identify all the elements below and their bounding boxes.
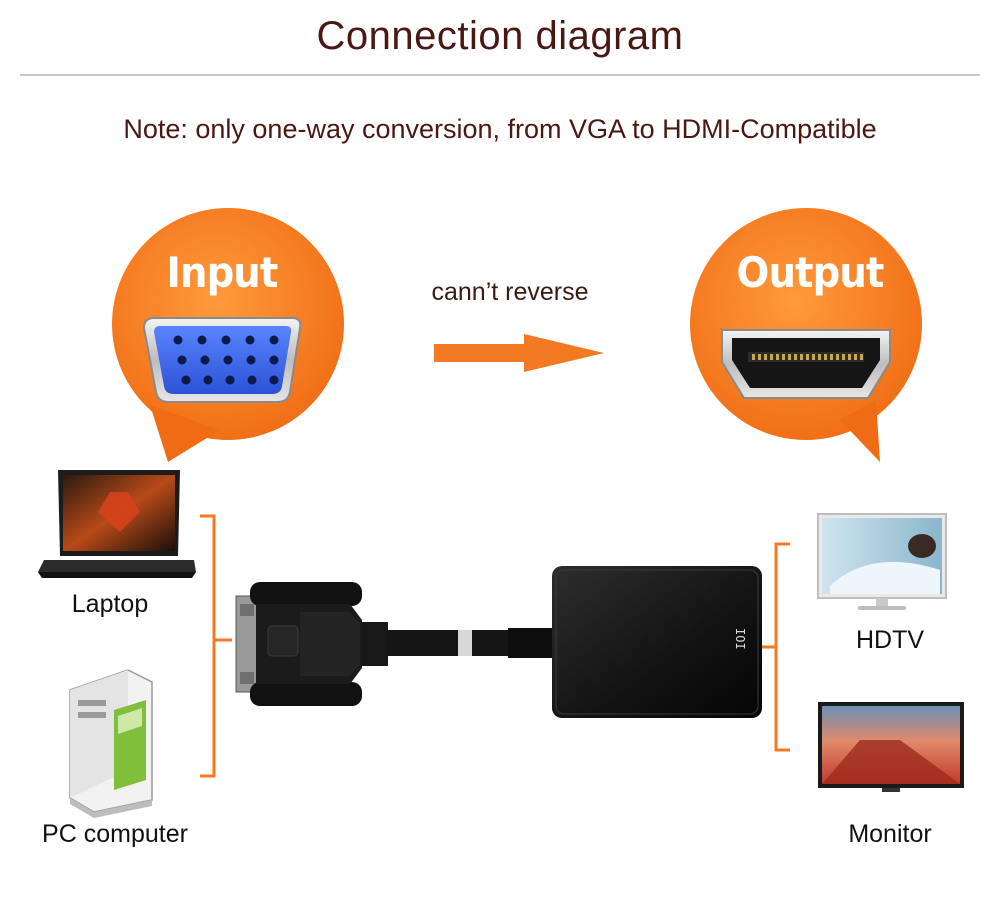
arrow-right-icon <box>434 334 604 372</box>
vga-pin <box>246 355 256 365</box>
vga-pin <box>173 335 183 345</box>
vga-pin <box>181 375 191 385</box>
hdmi-pin <box>788 354 791 360</box>
conversion-note: Note: only one-way conversion, from VGA … <box>123 114 877 144</box>
vga-pin <box>197 335 207 345</box>
source-bracket <box>200 514 232 778</box>
hdmi-pin <box>842 354 845 360</box>
output-label: Output <box>736 248 885 297</box>
vga-pin <box>225 375 235 385</box>
vga-pin <box>269 375 279 385</box>
vga-pin <box>247 375 257 385</box>
input-label: Input <box>166 248 279 297</box>
laptop-icon <box>38 470 196 578</box>
hdmi-pin <box>836 354 839 360</box>
hdmi-pin <box>800 354 803 360</box>
hdmi-pin <box>770 354 773 360</box>
hdmi-pin <box>860 354 863 360</box>
hdmi-adapter-box <box>552 566 762 718</box>
tv-icon <box>817 513 947 610</box>
adapter-cable <box>386 628 562 658</box>
hdmi-pins <box>752 354 863 360</box>
monitor-icon <box>818 702 964 792</box>
hdmi-pin <box>806 354 809 360</box>
hdmi-pin <box>812 354 815 360</box>
vga-pin <box>269 355 279 365</box>
vga-pins <box>173 335 279 385</box>
hdmi-pin <box>776 354 779 360</box>
hdmi-pin <box>752 354 755 360</box>
vga-pin <box>269 335 279 345</box>
hdmi-pin <box>782 354 785 360</box>
hdmi-pin <box>818 354 821 360</box>
vga-plug-icon <box>235 582 388 706</box>
vga-pin <box>200 355 210 365</box>
direction-label: cann’t reverse <box>431 278 589 306</box>
monitor-label: Monitor <box>848 820 932 848</box>
hdmi-pin <box>764 354 767 360</box>
pc-computer-label: PC computer <box>42 820 188 848</box>
hdmi-pin <box>854 354 857 360</box>
title-divider <box>20 74 980 76</box>
vga-pin <box>221 335 231 345</box>
hdmi-pin <box>758 354 761 360</box>
hdmi-pin <box>794 354 797 360</box>
display-bracket <box>758 542 790 752</box>
hdmi-port-label: IOI <box>733 628 747 650</box>
hdmi-pin <box>830 354 833 360</box>
desktop-tower-icon <box>69 669 153 818</box>
vga-pin <box>245 335 255 345</box>
vga-pin <box>177 355 187 365</box>
laptop-label: Laptop <box>71 590 149 618</box>
hdtv-label: HDTV <box>855 626 925 654</box>
hdmi-pin <box>824 354 827 360</box>
vga-pin <box>223 355 233 365</box>
hdmi-pin <box>848 354 851 360</box>
diagram-title: Connection diagram <box>316 14 684 58</box>
hdmi-connector-icon <box>721 329 891 399</box>
vga-pin <box>203 375 213 385</box>
